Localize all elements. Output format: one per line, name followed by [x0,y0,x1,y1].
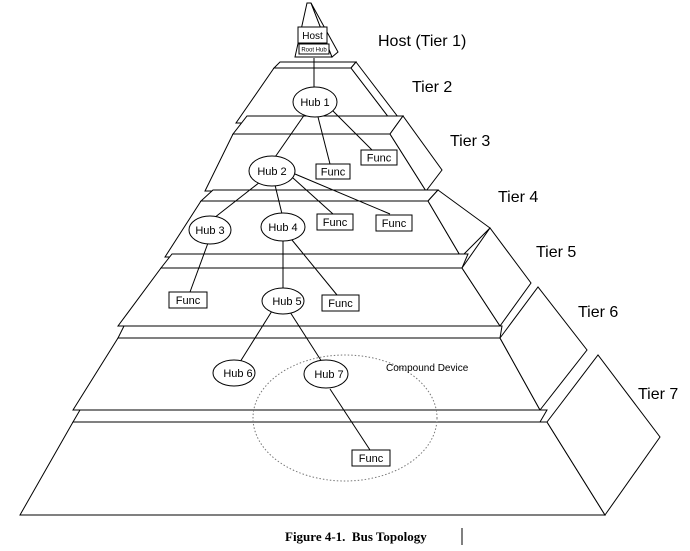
func-t3-a: Func [315,163,351,180]
func-t3-a-box [315,163,351,180]
hub-5-label: Hub 5 [272,296,301,308]
func-t4-b-box [375,214,413,232]
func-t4-a-label: Func [323,217,348,229]
link-hub2-hub4 [274,184,283,215]
tier-6-slab-top [117,325,503,339]
hub-3-ellipse [188,215,232,245]
func-t7: Func [351,449,391,467]
func-t5-b-label: Func [328,298,353,310]
hub-4-label: Hub 4 [268,222,297,234]
figure-caption: Figure 4-1. Bus Topology [285,529,427,544]
func-t5-b: Func [321,294,360,312]
link-hub1-hub2 [272,113,306,161]
link-hub1-func-t3-b [331,109,373,151]
hub-1-ellipse [292,86,338,118]
link-hub2-func-t4-b [294,173,391,215]
hub-2-ellipse [248,155,296,187]
tier-3-label: Tier 3 [450,133,490,150]
root-hub-label: Root Hub [301,48,327,54]
root-hub-box [298,43,330,55]
func-t4-b-label: Func [382,218,407,230]
link-hub7-func-t7 [329,388,371,451]
func-t4-a: Func [316,213,354,231]
hub-4-ellipse [260,212,306,242]
host-box [297,26,328,44]
link-hub5-hub6 [239,310,273,363]
tier-5-slab-side [461,227,532,327]
pyramid-slabs [19,2,661,516]
hub-6-ellipse [212,359,256,387]
func-t4-a-box [316,213,354,231]
hub-2: Hub 2 [248,155,296,187]
hub-2-label: Hub 2 [257,166,286,178]
tier-4-slab-top [199,189,440,202]
compound-device-label: Compound Device [386,363,469,374]
hub-1: Hub 1 [292,86,338,118]
tier-2-slab-top [272,61,358,69]
hub-4: Hub 4 [260,212,306,242]
tier-5-slab-top [159,253,469,269]
tier-7-slab-side [546,354,661,516]
func-t5-a-label: Func [176,295,201,307]
link-hub2-func-t4-a [292,177,334,215]
tier-6-slab-side [499,286,588,411]
func-t3-b: Func [360,149,398,166]
func-t4-b: Func [375,214,413,232]
func-t5-a-box [168,291,208,309]
hub-3: Hub 3 [188,215,232,245]
func-t7-label: Func [359,453,384,465]
hub-7: Hub 7 [303,359,349,389]
hub-5-ellipse [261,287,305,315]
hub-6-label: Hub 6 [223,368,252,380]
func-t3-a-label: Func [321,167,346,179]
tier-7-slab-top [72,409,548,423]
link-hub1-func-t3-a [317,116,331,165]
hub-5: Hub 5 [261,287,305,315]
func-t5-a: Func [168,291,208,309]
host-label: Host [302,31,323,42]
tier-4-label: Tier 4 [498,189,538,206]
func-t7-box [351,449,391,467]
compound-device-outline [252,354,438,482]
hub-1-label: Hub 1 [300,97,329,109]
func-t5-b-box [321,294,360,312]
link-hub4-func-t5-b [291,239,338,296]
hub-7-ellipse [303,359,349,389]
tier-2-label: Tier 2 [412,79,452,96]
tier-7-label: Tier 7 [638,386,678,403]
func-t3-b-label: Func [367,153,392,165]
connections [189,58,391,451]
tier-6-label: Tier 6 [578,304,618,321]
link-hub2-hub3 [213,181,261,219]
hub-3-label: Hub 3 [195,225,224,237]
host-node: Host Root Hub [297,26,330,55]
hub-7-label: Hub 7 [314,369,343,381]
func-t3-b-box [360,149,398,166]
link-hub5-hub7 [289,311,323,363]
tier-5-label: Tier 5 [536,244,576,261]
link-hub3-func-t5-a [189,242,209,293]
tier-7-slab-front [19,421,606,516]
tier-3-slab-side [389,115,443,192]
tier-1-label: Host (Tier 1) [378,33,466,50]
hub-6: Hub 6 [212,359,256,387]
